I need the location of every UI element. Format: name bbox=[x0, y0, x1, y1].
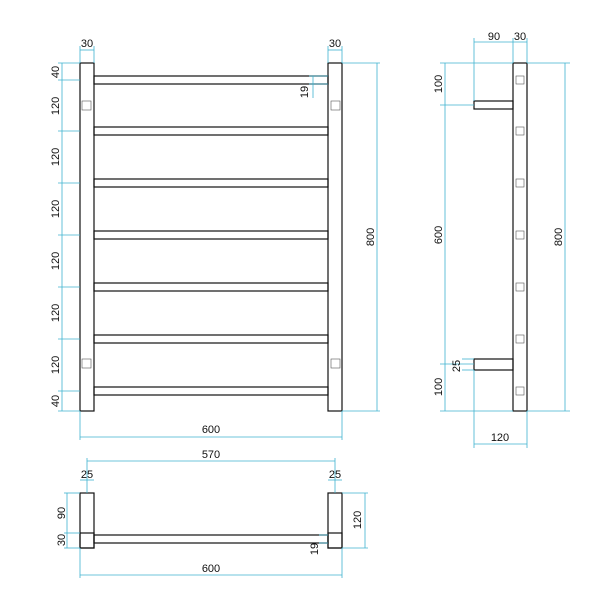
rail-group bbox=[93, 75, 329, 396]
side-view: 90 30 100 600 100 25 800 120 bbox=[433, 31, 570, 448]
plan-left-end bbox=[79, 492, 95, 549]
height-dim-4: 120 bbox=[50, 200, 62, 218]
front-total-height: 800 bbox=[365, 228, 377, 246]
height-dim-6: 120 bbox=[50, 304, 62, 322]
height-dim-5: 120 bbox=[50, 252, 62, 270]
side-mounts bbox=[515, 75, 525, 396]
front-bar-thickness: 19 bbox=[299, 86, 311, 98]
side-upright bbox=[512, 62, 528, 412]
mount-bracket-icon bbox=[515, 75, 525, 85]
height-dim-7: 120 bbox=[50, 356, 62, 374]
front-left-height-dims: 40 120 120 120 120 120 120 40 bbox=[50, 62, 80, 412]
plan-total-width: 600 bbox=[202, 563, 220, 575]
side-lower-bar-height: 25 bbox=[451, 360, 463, 372]
side-depth: 120 bbox=[491, 432, 509, 444]
mount-bracket-icon bbox=[515, 230, 525, 240]
mount-bracket-icon bbox=[330, 100, 341, 111]
plan-left-end-width: 25 bbox=[81, 469, 93, 481]
height-dim-8: 40 bbox=[50, 395, 62, 407]
mount-bracket-icon bbox=[330, 358, 341, 369]
rail-1 bbox=[93, 75, 329, 85]
side-upright-width: 30 bbox=[514, 31, 526, 43]
rail-5 bbox=[93, 282, 329, 292]
mount-bracket-icon bbox=[515, 126, 525, 136]
mount-bracket-icon bbox=[81, 358, 92, 369]
plan-bar-thickness: 19 bbox=[309, 543, 321, 555]
front-left-upright-width: 30 bbox=[81, 38, 93, 50]
front-view: 30 30 40 120 120 120 120 120 120 40 bbox=[50, 38, 380, 440]
front-right-upright-width: 30 bbox=[329, 38, 341, 50]
side-total-height: 800 bbox=[553, 228, 565, 246]
plan-right-end-width: 25 bbox=[329, 469, 341, 481]
rail-7 bbox=[93, 386, 329, 396]
rail-3 bbox=[93, 178, 329, 188]
plan-bar bbox=[93, 534, 329, 544]
mount-bracket-icon bbox=[515, 334, 525, 344]
rail-6 bbox=[93, 334, 329, 344]
plan-right-end bbox=[327, 492, 343, 549]
plan-view: 570 25 25 90 30 120 19 600 bbox=[56, 449, 368, 578]
side-lower-bar bbox=[473, 358, 514, 371]
side-middle-span: 600 bbox=[433, 226, 445, 244]
side-bar-offset: 90 bbox=[488, 31, 500, 43]
side-upper-bar bbox=[473, 100, 514, 110]
plan-depth-back: 30 bbox=[56, 534, 68, 546]
height-dim-3: 120 bbox=[50, 148, 62, 166]
mount-bracket-icon bbox=[81, 100, 92, 111]
rail-2 bbox=[93, 126, 329, 136]
height-dim-2: 120 bbox=[50, 97, 62, 115]
mount-bracket-icon bbox=[515, 386, 525, 396]
mount-bracket-icon bbox=[515, 178, 525, 188]
mount-bracket-icon bbox=[515, 282, 525, 292]
plan-inner-width: 570 bbox=[202, 449, 220, 461]
height-dim-1: 40 bbox=[50, 66, 62, 78]
rail-4 bbox=[93, 230, 329, 240]
side-lower-rise: 100 bbox=[433, 378, 445, 396]
front-total-width: 600 bbox=[202, 424, 220, 436]
plan-right-cap bbox=[327, 532, 343, 549]
plan-right-depth: 120 bbox=[352, 511, 364, 529]
plan-left-cap bbox=[79, 532, 95, 549]
plan-depth-front: 90 bbox=[56, 507, 68, 519]
side-upper-drop: 100 bbox=[433, 75, 445, 93]
